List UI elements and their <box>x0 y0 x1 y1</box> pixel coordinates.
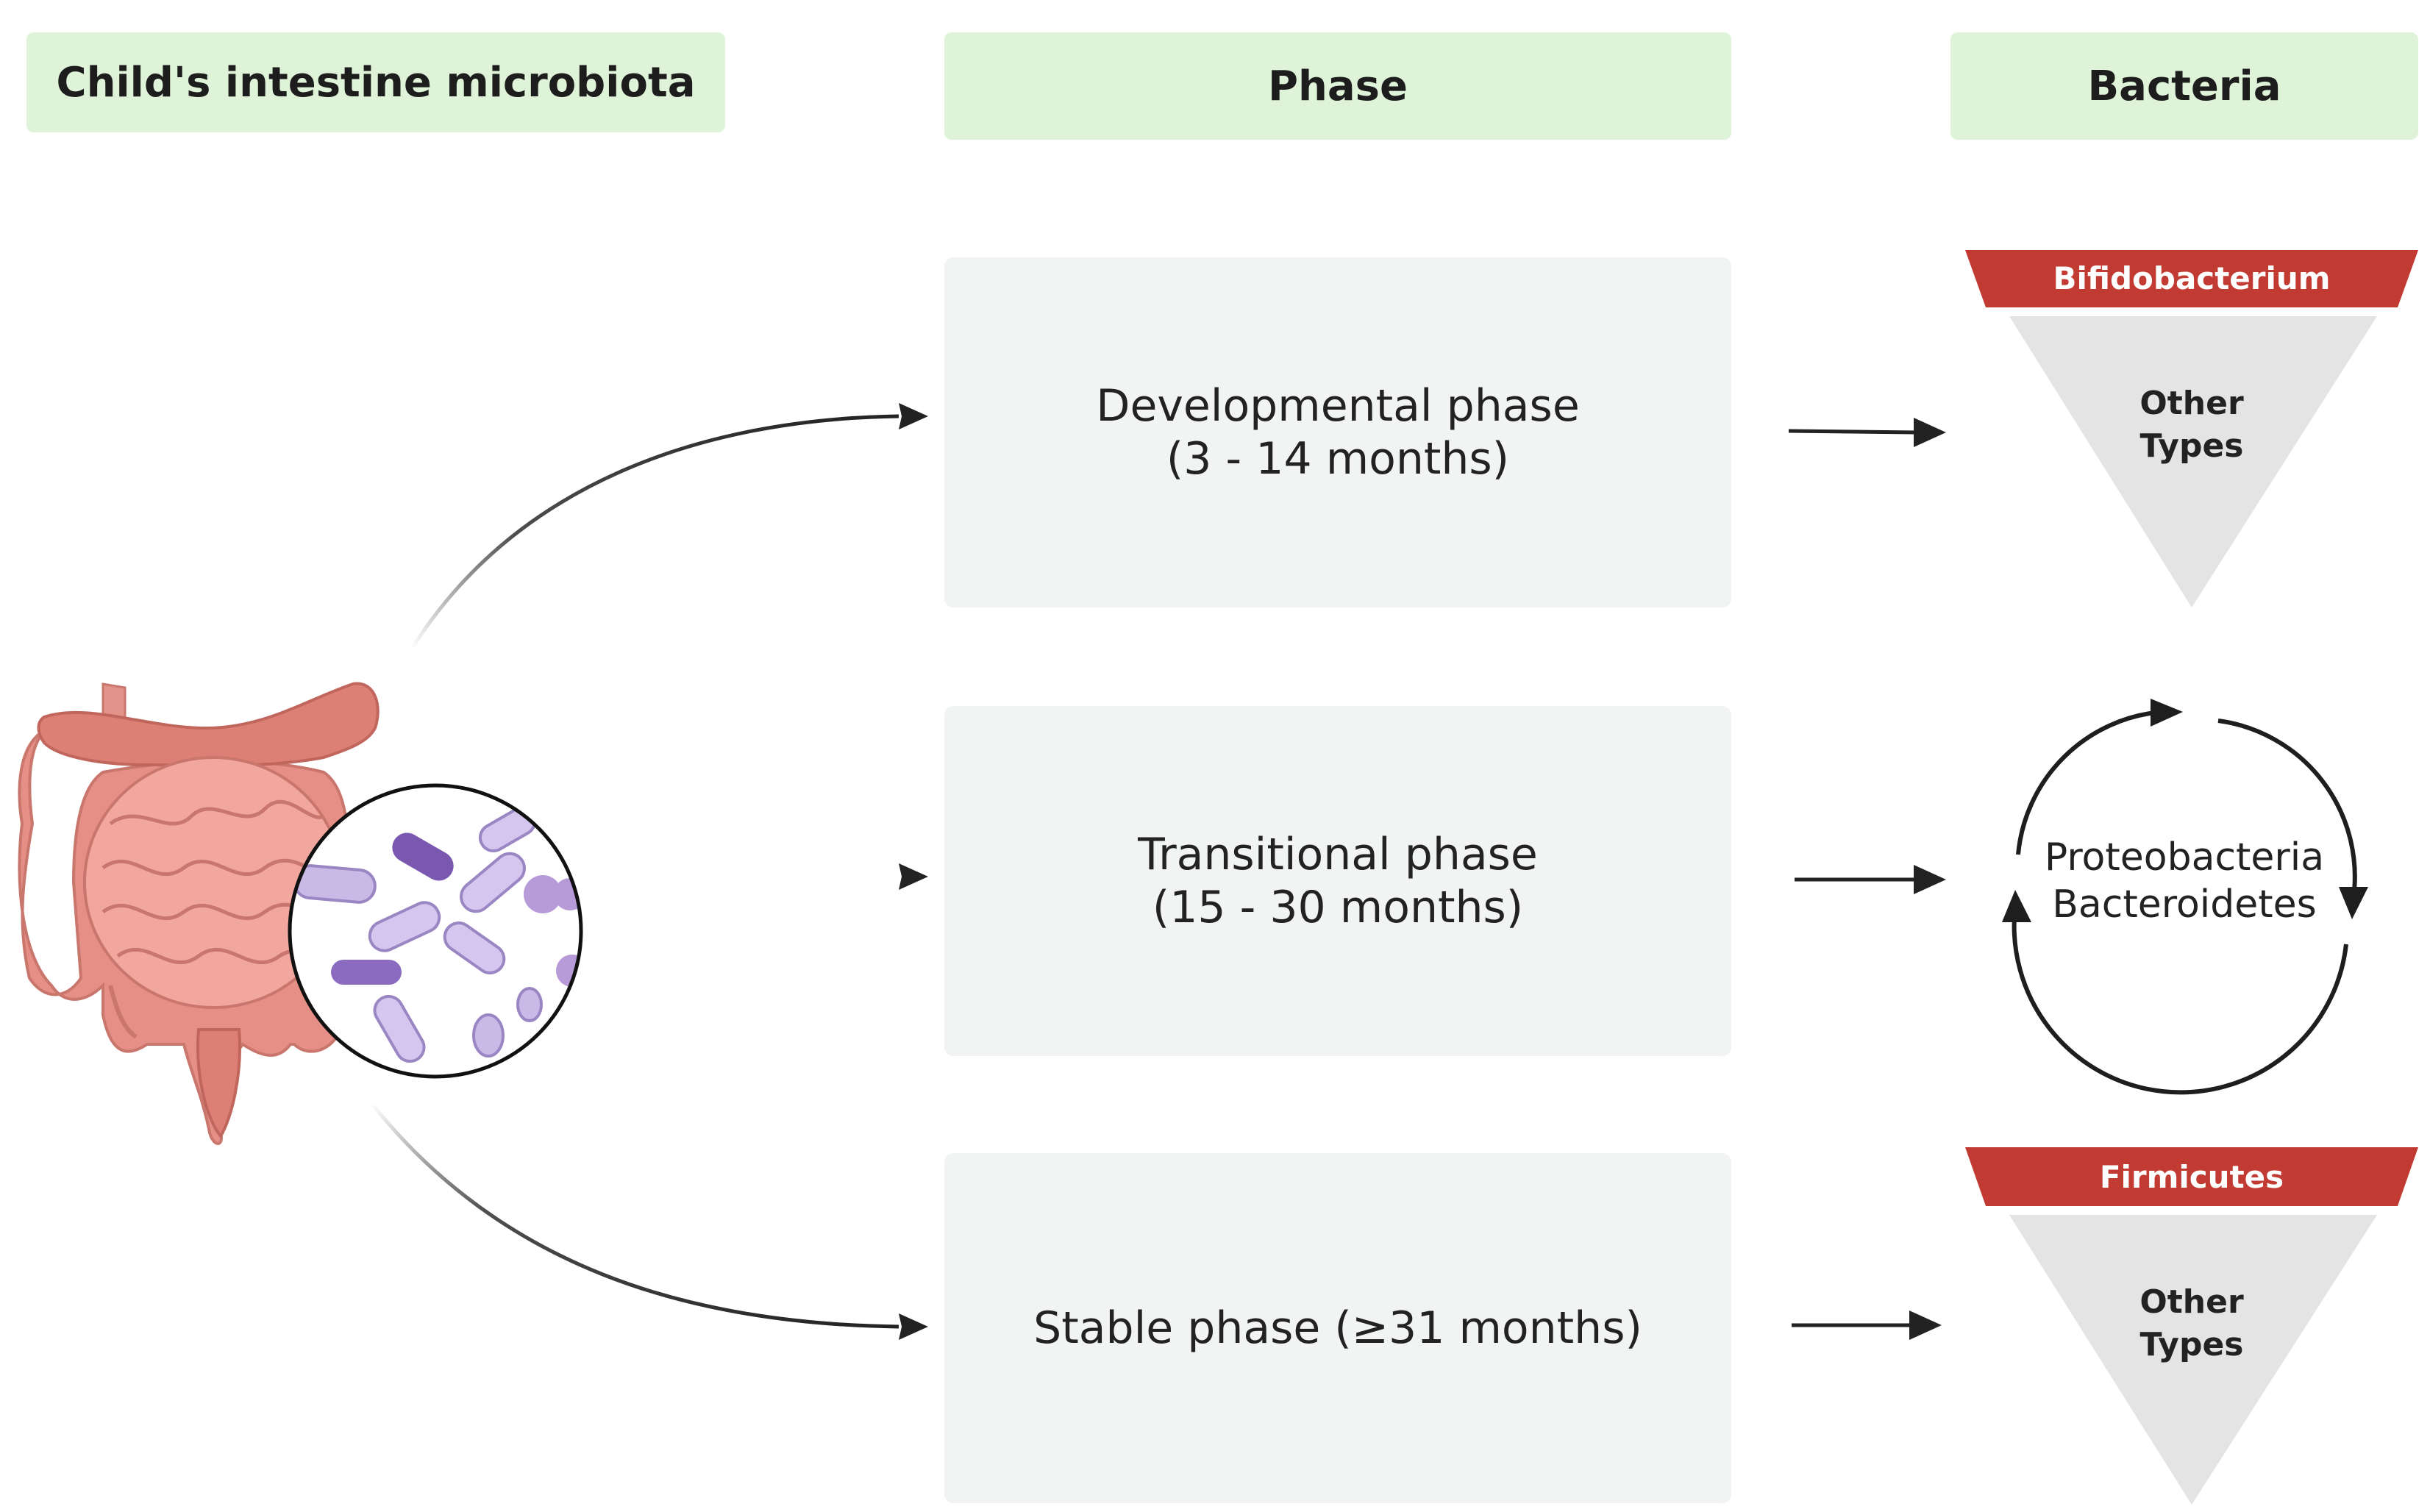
cycle-arrowhead-left <box>2002 890 2031 922</box>
header-bacteria-label: Bacteria <box>2087 62 2281 110</box>
arrow-phase-to-bacteria-3 <box>1792 1310 1942 1340</box>
phase-transitional-range: (15 - 30 months) <box>1152 882 1524 933</box>
bacteria-cycle <box>2012 710 2357 1095</box>
phase-box-stable: Stable phase (≥31 months) <box>944 1153 1731 1503</box>
phase-box-transitional: Transitional phase (15 - 30 months) <box>944 706 1731 1056</box>
header-phase: Phase <box>944 32 1731 140</box>
intestine-illustration <box>18 682 380 1145</box>
cycle-arrowhead-top <box>2151 699 2183 727</box>
bacteria-triangle-stable <box>1965 1147 2418 1505</box>
arrowhead-to-stable <box>899 1313 928 1340</box>
transitional-bacteria-labels: Proteobacteria Bacteroidetes <box>2015 834 2354 928</box>
other-types-stable: Other Types <box>2103 1281 2280 1366</box>
phase-transitional-title: Transitional phase <box>1138 829 1538 880</box>
other-types-developmental-line2: Types <box>2139 427 2244 465</box>
dominant-bacteria-stable: Firmicutes <box>2099 1159 2284 1195</box>
arrow-to-stable <box>370 1102 899 1329</box>
phase-developmental-title: Developmental phase <box>1096 380 1580 432</box>
cycle-arrowhead-right <box>2339 887 2368 919</box>
arrowhead-to-transitional <box>899 863 928 890</box>
arrow-phase-to-bacteria-1 <box>1788 418 1946 447</box>
arrowhead-to-developmental <box>899 403 928 429</box>
header-phase-label: Phase <box>1267 62 1408 110</box>
other-types-stable-line1: Other <box>2139 1283 2244 1321</box>
microbiota-magnifier <box>288 783 583 1079</box>
other-types-developmental-line1: Other <box>2139 385 2244 422</box>
phase-stable-title: Stable phase (≥31 months) <box>1033 1302 1642 1354</box>
header-intestine-microbiota: Child's intestine microbiota <box>26 32 725 132</box>
bacteria-proteobacteria: Proteobacteria <box>2044 835 2325 880</box>
other-types-stable-line2: Types <box>2139 1326 2244 1363</box>
header-intestine-label: Child's intestine microbiota <box>56 58 696 107</box>
dominant-bacteria-developmental: Bifidobacterium <box>2053 260 2331 296</box>
phase-developmental-range: (3 - 14 months) <box>1166 433 1510 485</box>
other-types-developmental: Other Types <box>2103 382 2280 468</box>
phase-box-developmental: Developmental phase (3 - 14 months) <box>944 257 1731 607</box>
header-bacteria: Bacteria <box>1950 32 2418 140</box>
bacteria-triangle-developmental <box>1965 250 2418 607</box>
bacteria-bacteroidetes: Bacteroidetes <box>2052 882 2317 927</box>
arrow-to-developmental <box>410 414 899 650</box>
arrow-phase-to-bacteria-2 <box>1795 865 1946 894</box>
